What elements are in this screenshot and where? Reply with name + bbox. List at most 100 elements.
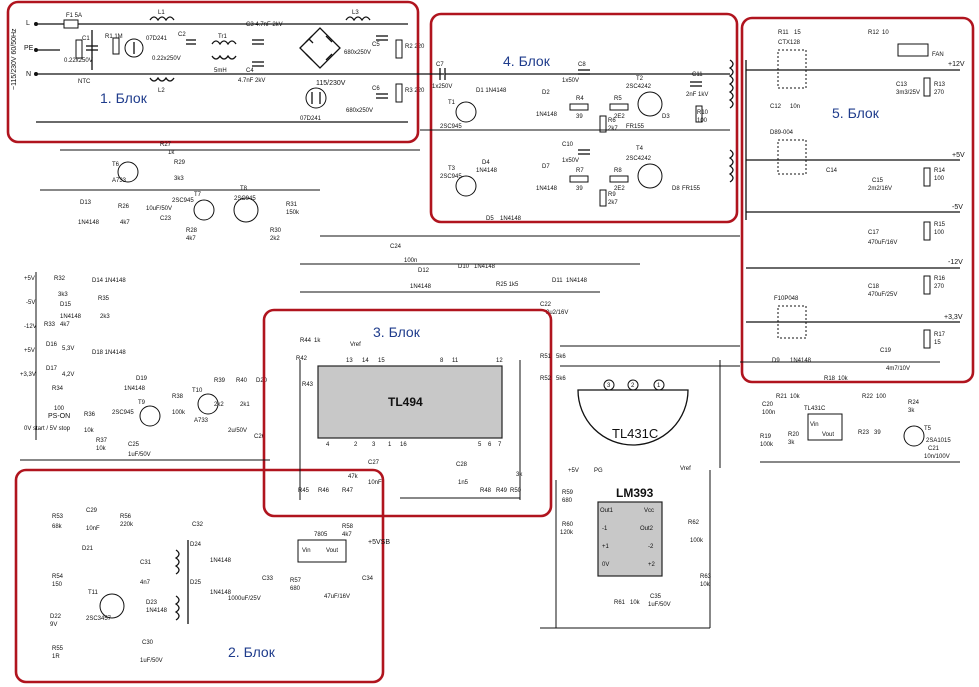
D3-type: FR155 xyxy=(626,124,645,130)
R16-value: 270 xyxy=(934,284,945,290)
C17-value: 470uF/16V xyxy=(868,240,897,246)
lm393-m2: -2 xyxy=(648,544,654,550)
R53-value: 68k xyxy=(52,524,63,530)
output-m5: -5V xyxy=(952,204,963,211)
output-p33: +3,3V xyxy=(944,314,963,321)
R11-label: R11 xyxy=(778,30,789,36)
R37-value: 10k xyxy=(96,446,107,452)
C8-label: C8 xyxy=(578,62,586,68)
R51-label: R51 xyxy=(540,354,552,360)
R14-value: 100 xyxy=(934,176,945,182)
C21-value: 10n/100V xyxy=(924,454,950,460)
R9-label: R9 xyxy=(608,192,616,198)
D2-type: 1N4148 xyxy=(536,112,558,118)
D11-type: 1N4148 xyxy=(566,278,588,284)
CTX128-label: CTX128 xyxy=(778,40,801,46)
C1-value: 0.22x250V xyxy=(64,58,93,64)
R39-label: R39 xyxy=(214,378,226,384)
D19-label: D19 xyxy=(136,376,148,382)
varistor2-label: 07D241 xyxy=(300,116,322,122)
T8-type: 2SC945 xyxy=(234,196,256,202)
R30-value: 2k2 xyxy=(270,236,280,242)
C12-label: C12 xyxy=(770,104,782,110)
tl431c-pinout: 3 2 1 TL431C xyxy=(577,379,689,446)
C6-label: C6 xyxy=(372,86,380,92)
R29-value: 3k3 xyxy=(174,176,184,182)
rail-33: +3,3V xyxy=(20,372,36,378)
F1-label: F1 5A xyxy=(66,13,82,19)
lm393-power-good: +5V PG Vref LM393 Out1 Vcc -1 +1 0V Out2… xyxy=(560,466,712,608)
D12-type: 1N4148 xyxy=(410,284,432,290)
C10-value: 1x50V xyxy=(562,158,579,164)
R1-label: R1 1M xyxy=(105,34,123,40)
C22-value: 2u2/16V xyxy=(546,310,568,316)
R5-value: 2E2 xyxy=(614,114,625,120)
block-2-title: 2. Блок xyxy=(228,644,276,660)
block-5-frame xyxy=(740,16,975,384)
C5-label: C5 xyxy=(372,42,380,48)
C35-label: C35 xyxy=(650,594,662,600)
R55-value: 1R xyxy=(52,654,60,660)
C23-label: C23 xyxy=(160,216,172,222)
R52-label: R52 xyxy=(540,376,552,382)
D2-label: D2 xyxy=(542,90,550,96)
R35-label: R35 xyxy=(98,296,110,302)
C10-label: C10 xyxy=(562,142,574,148)
R25-label: R25 1k5 xyxy=(496,282,519,288)
T3-label: T3 xyxy=(448,166,456,172)
R33-value: 4k7 xyxy=(60,322,70,328)
fan-label: FAN xyxy=(932,52,944,58)
R63-value: 10k xyxy=(700,582,711,588)
block-3-title: 3. Блок xyxy=(373,324,421,340)
C4-value: 4.7nF 2kV xyxy=(238,78,265,84)
mains-N: N xyxy=(26,71,31,78)
R51-value: 5k6 xyxy=(556,354,566,360)
C31-value: 4n7 xyxy=(140,580,151,586)
C8-value: 1x50V xyxy=(562,78,579,84)
R61-label: R61 xyxy=(614,600,626,606)
tl494-chip xyxy=(317,365,503,439)
tl431-pin2: 2 xyxy=(631,383,635,389)
tl494-label: TL494 xyxy=(388,395,423,409)
C23-value: 10uF/50V xyxy=(146,206,172,212)
block-4-half-bridge: 4. Блок C7 1x250V T1 2SC945 T3 2SC945 D1… xyxy=(408,12,747,224)
D4-type: 1N4148 xyxy=(476,168,498,174)
D25-type: 1N4148 xyxy=(210,590,232,596)
R17-label: R17 xyxy=(934,332,946,338)
R56-label: R56 xyxy=(120,514,132,520)
R45-label: R45 xyxy=(298,488,310,494)
block-4-title: 4. Блок xyxy=(503,53,551,69)
ps-on-note: 0V start / 5V stop xyxy=(24,426,71,432)
R10-value: 100 xyxy=(697,118,708,124)
block-5-title: 5. Блок xyxy=(832,105,880,121)
C28-label: C28 xyxy=(456,462,468,468)
L3-label: L3 xyxy=(352,10,359,16)
R40-value: 2k1 xyxy=(240,402,250,408)
rail-5v-b: +5V xyxy=(24,348,35,354)
R14-label: R14 xyxy=(934,168,946,174)
C28-value: 1n5 xyxy=(458,480,469,486)
C11-value: 2nF 1kV xyxy=(686,92,708,98)
D22-value: 9V xyxy=(50,622,57,628)
R34-label: R34 xyxy=(52,386,64,392)
D7-type: 1N4148 xyxy=(536,186,558,192)
T6-label: T6 xyxy=(112,162,120,168)
C13-label: C13 xyxy=(896,82,908,88)
lm393-0v: 0V xyxy=(602,562,609,568)
T8-label: T8 xyxy=(240,186,248,192)
R56-value: 220k xyxy=(120,522,134,528)
C11-label: C11 xyxy=(692,72,703,78)
D18-label: D18 1N4148 xyxy=(92,350,126,356)
C33-label: C33 xyxy=(262,576,274,582)
R33-label: R33 xyxy=(44,322,56,328)
C34-value: 47uF/16V xyxy=(324,594,350,600)
C14-label: C14 xyxy=(826,168,838,174)
output-p5sb: +5VSB xyxy=(368,539,390,546)
R54-value: 150 xyxy=(52,582,63,588)
D89-label: D89-004 xyxy=(770,130,794,136)
varistor-label: 07D241 xyxy=(146,36,168,42)
T1-type: 2SC945 xyxy=(440,124,462,130)
C29-label: C29 xyxy=(86,508,98,514)
tl494-pin7: 7 xyxy=(498,442,502,448)
L2-label: L2 xyxy=(158,88,165,94)
